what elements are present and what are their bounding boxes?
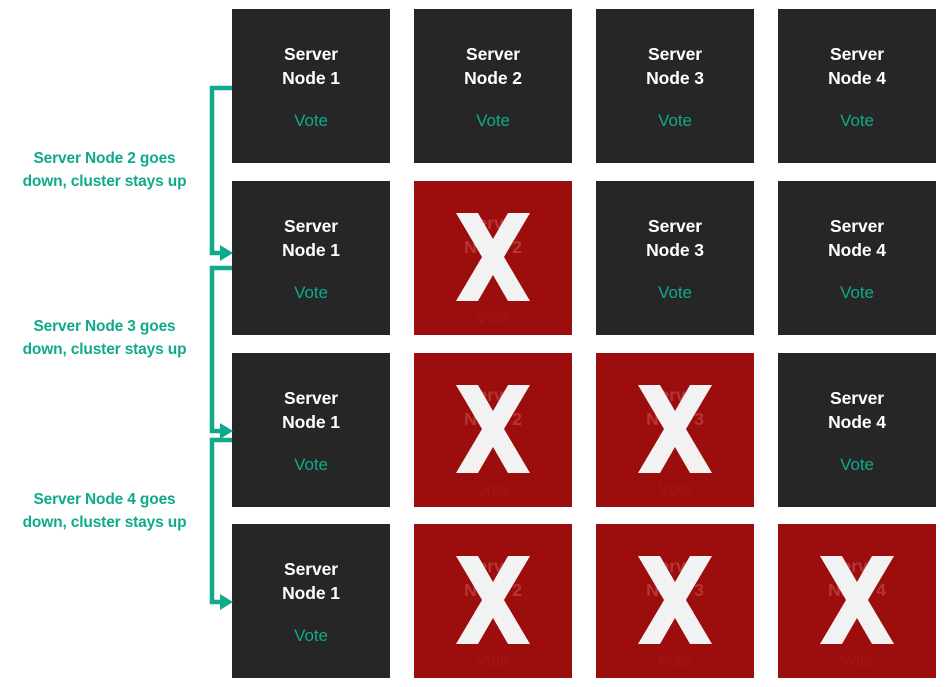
flow-arrow-3 — [209, 437, 233, 610]
node-title: Server Node 1 — [282, 215, 340, 260]
node-card-r1c2: Server Node 2 Vote — [414, 9, 572, 163]
node-card-r3c4: Server Node 4 Vote — [778, 353, 936, 507]
node-card-r3c2: Server Node 2 Vote — [414, 353, 572, 507]
node-title: Server Node 1 — [282, 43, 340, 88]
node-vote: Vote — [476, 308, 510, 327]
node-title: Server Node 3 — [646, 385, 704, 429]
node-vote: Vote — [840, 111, 874, 131]
node-vote: Vote — [840, 455, 874, 475]
node-card-r1c3: Server Node 3 Vote — [596, 9, 754, 163]
node-title: Server Node 3 — [646, 556, 704, 600]
node-vote: Vote — [658, 480, 692, 499]
node-card-r4c2: Server Node 2 Vote — [414, 524, 572, 678]
flow-arrow-1 — [209, 85, 233, 261]
node-vote: Vote — [476, 480, 510, 499]
node-card-r3c3: Server Node 3 Vote — [596, 353, 754, 507]
node-title: Server Node 4 — [828, 215, 886, 260]
node-card-r2c3: Server Node 3 Vote — [596, 181, 754, 335]
node-card-r1c4: Server Node 4 Vote — [778, 9, 936, 163]
node-vote: Vote — [658, 651, 692, 670]
node-vote: Vote — [476, 651, 510, 670]
node-card-r2c2: Server Node 2 Vote — [414, 181, 572, 335]
node-vote: Vote — [294, 111, 328, 131]
caption-node-2-down: Server Node 2 goes down, cluster stays u… — [22, 150, 187, 190]
node-title: Server Node 4 — [828, 43, 886, 88]
node-card-r4c4: Server Node 4 Vote — [778, 524, 936, 678]
node-title: Server Node 4 — [828, 556, 886, 600]
node-vote: Vote — [658, 111, 692, 131]
node-vote: Vote — [658, 283, 692, 303]
node-title: Server Node 1 — [282, 558, 340, 603]
node-title: Server Node 2 — [464, 385, 522, 429]
node-title: Server Node 2 — [464, 213, 522, 257]
node-card-r2c4: Server Node 4 Vote — [778, 181, 936, 335]
node-title: Server Node 2 — [464, 43, 522, 88]
node-title: Server Node 3 — [646, 43, 704, 88]
flow-arrow-2 — [209, 265, 233, 439]
node-title: Server Node 3 — [646, 215, 704, 260]
node-card-r1c1: Server Node 1 Vote — [232, 9, 390, 163]
node-vote: Vote — [294, 455, 328, 475]
node-card-r4c3: Server Node 3 Vote — [596, 524, 754, 678]
node-vote: Vote — [840, 283, 874, 303]
node-title: Server Node 2 — [464, 556, 522, 600]
node-vote: Vote — [294, 626, 328, 646]
caption-node-3-down: Server Node 3 goes down, cluster stays u… — [22, 318, 187, 358]
node-card-r4c1: Server Node 1 Vote — [232, 524, 390, 678]
node-vote: Vote — [476, 111, 510, 131]
node-title: Server Node 4 — [828, 387, 886, 432]
node-vote: Vote — [294, 283, 328, 303]
node-card-r2c1: Server Node 1 Vote — [232, 181, 390, 335]
node-card-r3c1: Server Node 1 Vote — [232, 353, 390, 507]
node-vote: Vote — [840, 651, 874, 670]
caption-node-4-down: Server Node 4 goes down, cluster stays u… — [22, 491, 187, 531]
node-title: Server Node 1 — [282, 387, 340, 432]
